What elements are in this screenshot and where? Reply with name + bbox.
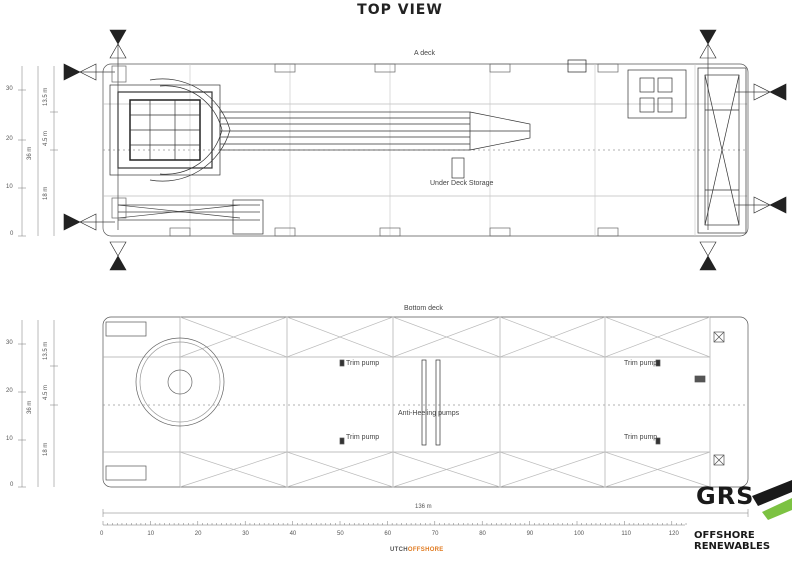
trim-pump-label: Trim pump: [346, 360, 380, 367]
dim-label-4-5m: 4.5 m: [43, 384, 49, 400]
dim-label-18m: 18 m: [43, 186, 49, 200]
top-dimension-lines: [18, 66, 58, 237]
trim-pump-label: Trim pump: [624, 434, 658, 441]
dim-label-4-5m: 4.5 m: [43, 130, 49, 146]
x-tick-label: 100: [574, 531, 585, 537]
y-tick-label: 0: [10, 231, 14, 237]
grs-wordmark: GRS: [696, 482, 755, 510]
crane-boom: [109, 78, 531, 182]
dim-label-18m: 18 m: [43, 442, 49, 456]
trim-pump-label: Trim pump: [346, 434, 380, 441]
x-tick-label: 110: [621, 531, 631, 537]
under-deck-storage-label: Under Deck Storage: [430, 180, 494, 187]
x-tick-label: 30: [242, 531, 249, 537]
y-tick-label: 30: [6, 86, 13, 92]
x-tick-label: 80: [479, 531, 486, 537]
x-tick-label: 10: [147, 531, 155, 537]
y-tick-label: 30: [6, 340, 13, 346]
x-tick-label: 70: [431, 531, 439, 537]
x-tick-label: 20: [194, 531, 202, 537]
grs-logo-stripes-icon: [752, 480, 792, 520]
aft-winch-frame: [627, 67, 747, 234]
anti-heeling-pumps-label: Anti-Heeling pumps: [398, 410, 460, 417]
dim-label-13-5m: 13.5 m: [43, 341, 49, 360]
x-tick-label: 90: [526, 531, 534, 537]
dim-label-36m: 36 m: [27, 146, 33, 160]
page-title: TOP VIEW: [357, 2, 443, 18]
anchor-markers: [63, 29, 787, 271]
y-tick-label: 10: [6, 184, 13, 190]
scale-ticks: [102, 521, 687, 525]
deck-fittings: [111, 59, 619, 237]
dim-label-13-5m: 13.5 m: [43, 87, 49, 106]
x-tick-label: 0: [100, 531, 104, 537]
bottom-dimension-lines: [18, 320, 58, 488]
anchor-lines: [80, 40, 770, 230]
x-tick-label: 40: [289, 531, 297, 537]
storage-hatch: [451, 157, 465, 179]
y-tick-label: 0: [10, 482, 14, 488]
trim-pump-label: Trim pump: [624, 360, 658, 367]
bottom-deck-label: Bottom deck: [404, 305, 443, 312]
y-tick-label: 20: [6, 388, 13, 394]
length-scale: [102, 509, 749, 526]
grs-line2: RENEWABLES: [694, 541, 771, 552]
y-tick-label: 10: [6, 436, 13, 442]
x-tick-label: 60: [384, 531, 392, 537]
length-label: 136 m: [415, 504, 432, 510]
bottom-plan-hull: [102, 316, 749, 488]
top-plan-hull: [102, 63, 749, 237]
a-deck-label: A deck: [414, 50, 436, 57]
dutch-offshore-logo: UTCHOFFSHORE: [390, 547, 444, 553]
grs-line1: OFFSHORE: [694, 530, 755, 541]
dim-label-36m: 36 m: [27, 400, 33, 414]
x-tick-label: 50: [337, 531, 344, 537]
y-tick-label: 20: [6, 136, 13, 142]
x-tick-label: 120: [668, 531, 679, 537]
grs-logo: GRS OFFSHORE RENEWABLES: [692, 478, 792, 558]
